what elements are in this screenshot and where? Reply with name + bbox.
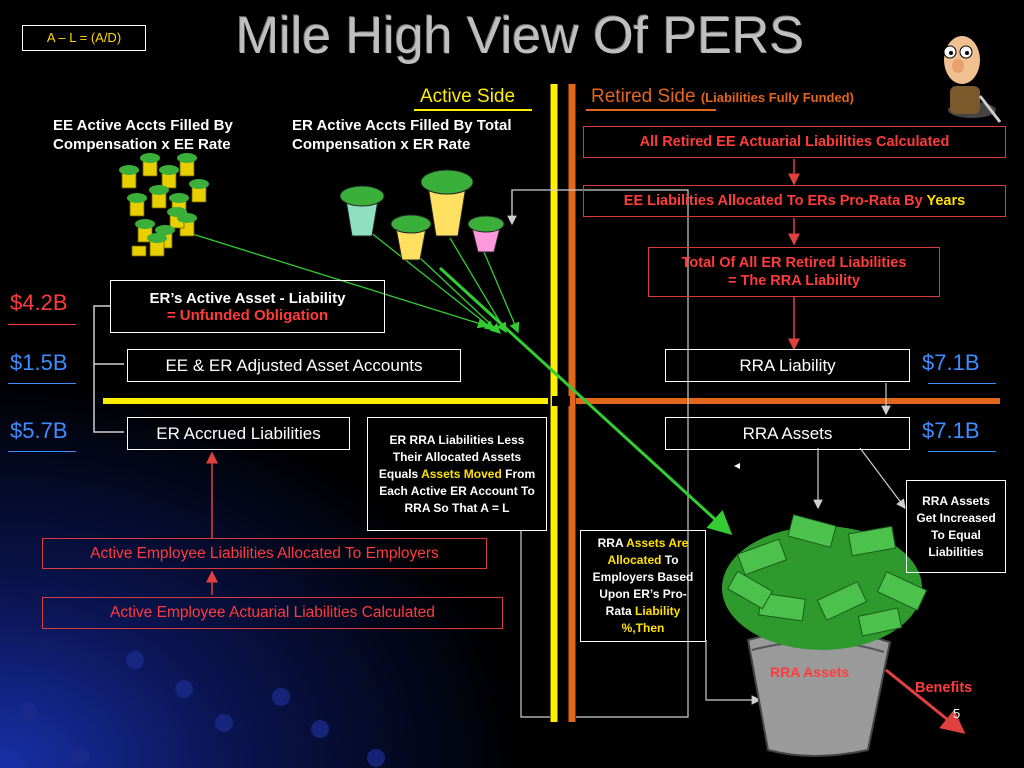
unfunded-amount: $4.2B — [10, 290, 68, 315]
retired-allocated-box: EE Liabilities Allocated To ERs Pro-Rata… — [583, 185, 1006, 217]
accrued-liabilities-box: ER Accrued Liabilities — [127, 417, 350, 450]
rra-liability-amount: $7.1B — [922, 350, 980, 375]
retired-side-label: Retired Side (Liabilities Fully Funded) — [591, 86, 854, 107]
rra-allocated-box: RRA Assets Are Allocated To Employers Ba… — [580, 530, 706, 642]
cartoon-man-graphic — [943, 36, 1002, 123]
adjusted-amount: $1.5B — [10, 350, 68, 375]
bucket-rra-assets-label: RRA Assets — [770, 664, 850, 680]
page-number: 5 — [953, 706, 961, 721]
rra-assets-box: RRA Assets — [665, 417, 910, 450]
retired-side-note: (Liabilities Fully Funded) — [700, 90, 854, 105]
liabilities-calculated-box: Active Employee Actuarial Liabilities Ca… — [42, 597, 503, 629]
liabilities-allocated-box: Active Employee Liabilities Allocated To… — [42, 538, 487, 569]
slide-title: Mile High View Of PERS — [235, 7, 805, 65]
rra-assets-moved-box: ER RRA Liabilities Less Their Allocated … — [367, 417, 547, 531]
er-bucket-cluster — [339, 169, 505, 261]
active-side-label: Active Side — [420, 86, 516, 107]
rra-increase-box: RRA Assets Get Increased To Equal Liabil… — [906, 480, 1006, 573]
decor-circles — [19, 651, 385, 767]
rra-liability-box: RRA Liability — [665, 349, 910, 382]
benefits-label: Benefits — [915, 680, 973, 696]
retired-total-box: Total Of All ER Retired Liabilities= The… — [648, 247, 940, 297]
retired-calculated-box: All Retired EE Actuarial Liabilities Cal… — [583, 126, 1006, 158]
formula-label: A – L = (A/D) — [22, 25, 146, 51]
ee-bucket-cluster — [119, 153, 209, 257]
rra-bucket-graphic — [722, 514, 928, 757]
rra-assets-amount: $7.1B — [922, 418, 980, 443]
adjusted-asset-accounts-box: EE & ER Adjusted Asset Accounts — [127, 349, 461, 382]
accrued-amount: $5.7B — [10, 418, 68, 443]
active-asset-liability-box: ER’s Active Asset - Liability = Unfunded… — [110, 280, 385, 333]
